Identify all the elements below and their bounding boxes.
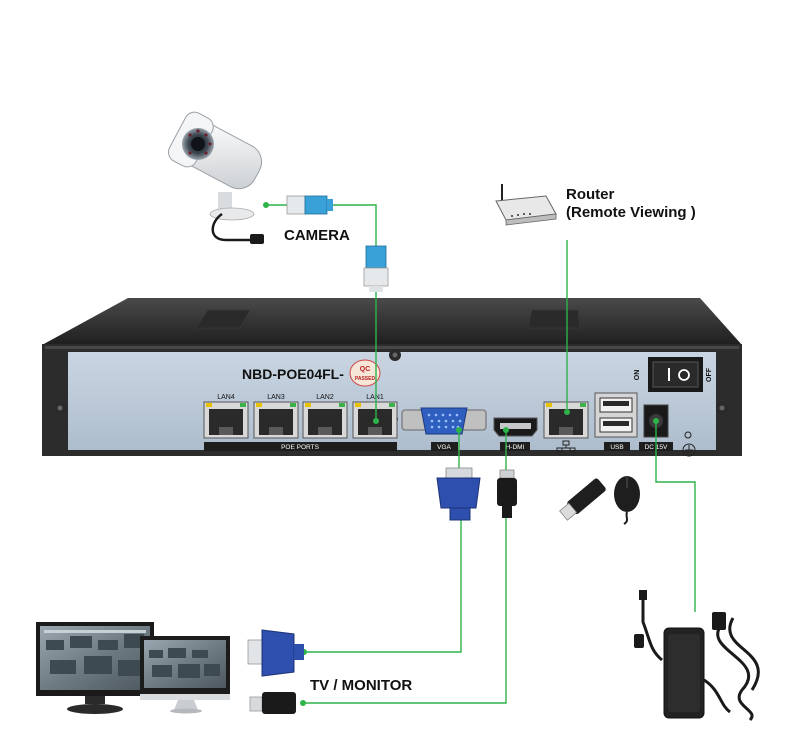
usb-drive-icon bbox=[559, 478, 606, 521]
ground-symbol-icon bbox=[682, 431, 696, 457]
power-line bbox=[655, 421, 696, 612]
svg-text:QC: QC bbox=[360, 366, 371, 373]
vga-monitor-line bbox=[304, 520, 462, 653]
poe-ports-bar bbox=[204, 442, 397, 451]
power-switch[interactable] bbox=[648, 357, 703, 392]
lan1-label: LAN1 bbox=[366, 394, 384, 401]
qc-passed-sticker: QC PASSED bbox=[349, 359, 381, 387]
lan4-label: LAN4 bbox=[217, 394, 235, 401]
lan-port-4[interactable] bbox=[203, 401, 249, 439]
lan-port-2[interactable] bbox=[302, 401, 348, 439]
off-label: OFF bbox=[706, 367, 713, 382]
hdmi-cable-plug bbox=[497, 469, 517, 518]
monitor-icon bbox=[36, 622, 230, 714]
tv-monitor-label: TV / MONITOR bbox=[310, 677, 412, 694]
router-label-line2: (Remote Viewing ) bbox=[566, 204, 696, 221]
network-symbol-icon bbox=[556, 440, 576, 453]
power-adapter-icon bbox=[634, 590, 760, 722]
connection-dots bbox=[263, 202, 659, 706]
vga-cable-plug bbox=[436, 467, 481, 521]
hdmi-port[interactable] bbox=[493, 417, 538, 437]
usb-label: USB bbox=[610, 444, 623, 451]
router-icon bbox=[495, 184, 557, 226]
lan-plug-connector bbox=[363, 245, 389, 292]
monitor-vga-plug bbox=[247, 629, 304, 677]
network-uplink-port[interactable] bbox=[543, 401, 589, 439]
model-label: NBD-POE04FL- bbox=[242, 366, 344, 382]
lan-port-3[interactable] bbox=[253, 401, 299, 439]
poe-ports-label: POE PORTS bbox=[281, 444, 319, 451]
lan-port-1[interactable] bbox=[352, 401, 398, 439]
svg-text:PASSED: PASSED bbox=[355, 376, 376, 382]
bullet-camera-icon bbox=[167, 111, 264, 244]
usb-ports[interactable] bbox=[594, 392, 638, 438]
hdmi-label: H-DMI bbox=[506, 444, 525, 451]
on-label: ON bbox=[634, 370, 641, 381]
hdmi-monitor-line bbox=[303, 518, 507, 704]
vga-port[interactable] bbox=[401, 407, 487, 435]
camera-label: CAMERA bbox=[284, 227, 350, 244]
camera-cable-line bbox=[331, 204, 377, 246]
vga-label: VGA bbox=[437, 444, 451, 451]
lan2-label: LAN2 bbox=[316, 394, 334, 401]
router-label-line1: Router bbox=[566, 186, 614, 203]
camera-cable-connector bbox=[286, 195, 333, 215]
monitor-hdmi-plug bbox=[249, 692, 296, 714]
lan3-label: LAN3 bbox=[267, 394, 285, 401]
connection-lines bbox=[266, 204, 696, 704]
mouse-icon bbox=[614, 476, 640, 525]
nvr-device: NBD-POE04FL- QC PASSED LAN4 LAN3 LAN2 LA… bbox=[42, 298, 742, 457]
